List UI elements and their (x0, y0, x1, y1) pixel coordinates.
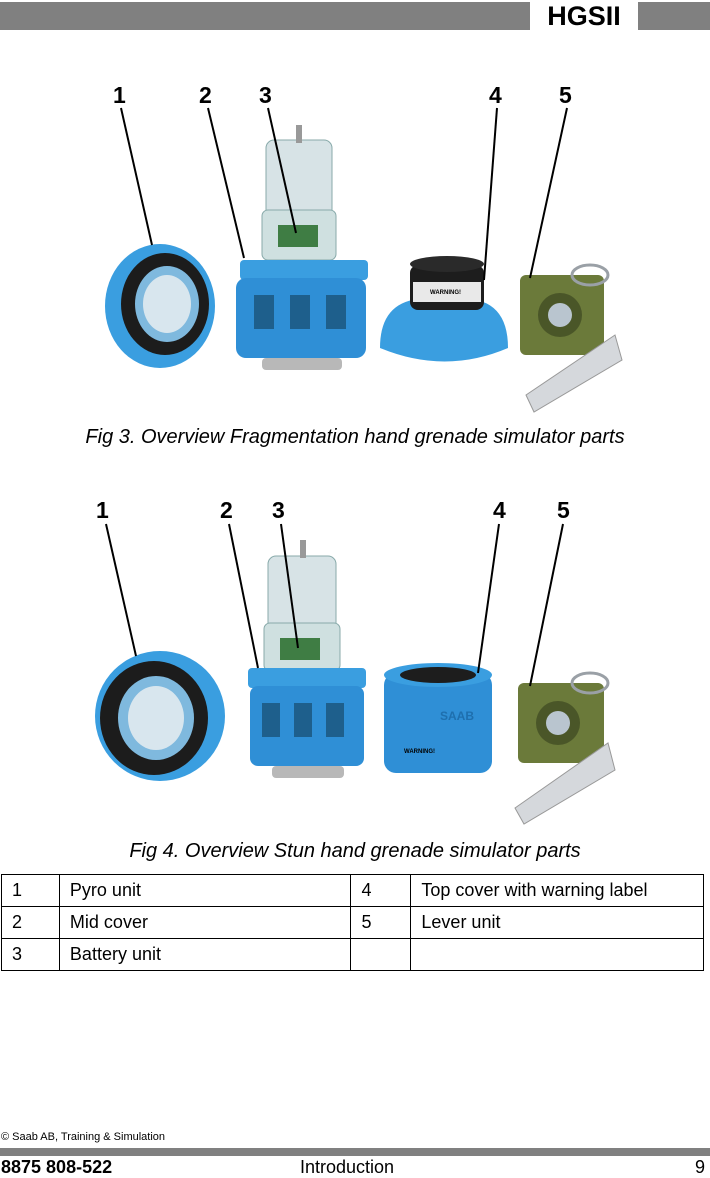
table-row: 1 Pyro unit 4 Top cover with warning lab… (1, 874, 704, 907)
footer-divider (0, 1148, 710, 1156)
parts-table: 1 Pyro unit 4 Top cover with warning lab… (1, 874, 704, 971)
page-header-title: HGSII (547, 1, 621, 31)
figure-caption-fragmentation: Fig 3. Overview Fragmentation hand grena… (85, 426, 625, 448)
callout-4: 4 (493, 497, 506, 523)
part-name: Pyro unit (58, 874, 352, 907)
part-name (410, 938, 704, 971)
callout-5: 5 (559, 82, 572, 108)
fragmentation-parts-photo: 1 2 3 4 5 WARNIN (105, 82, 623, 413)
callout-3: 3 (259, 82, 272, 108)
part-name: Mid cover (58, 906, 352, 939)
brand-label-text: SAAB (440, 709, 474, 723)
callout-5: 5 (557, 497, 570, 523)
footer-page-number: 9 (694, 1157, 705, 1177)
stun-parts-photo: 1 2 3 4 5 WARNING! SAAB (95, 497, 616, 825)
part-number: 2 (1, 906, 60, 939)
callout-3: 3 (272, 497, 285, 523)
footer-doc-number: 8875 808-522 (1, 1157, 113, 1177)
figure-caption-stun: Fig 4. Overview Stun hand grenade simula… (129, 840, 581, 862)
callout-4: 4 (489, 82, 502, 108)
part-number: 4 (350, 874, 412, 907)
part-number: 1 (1, 874, 60, 907)
figure-stun: 1 2 3 4 5 WARNING! SAAB (0, 488, 710, 828)
warning-label-text: WARNING! (430, 290, 461, 296)
header-bar-left (0, 2, 530, 30)
lever-unit-image (514, 671, 616, 825)
mid-cover-battery-image (248, 540, 366, 778)
part-name: Top cover with warning label (410, 874, 704, 907)
leader-lines (105, 523, 564, 687)
mid-cover-battery-image (236, 125, 368, 370)
callout-1: 1 (96, 497, 109, 523)
header-bar-right (638, 2, 710, 30)
part-number: 3 (1, 938, 60, 971)
part-number: 5 (350, 906, 412, 939)
leader-lines (120, 107, 568, 281)
footer-section: Introduction (300, 1157, 395, 1177)
warning-label-text: WARNING! (404, 749, 435, 755)
callout-2: 2 (220, 497, 233, 523)
lever-unit-image (520, 263, 623, 413)
part-number (350, 938, 412, 971)
pyro-unit-image (105, 244, 215, 368)
pyro-unit-image (95, 651, 225, 781)
callout-1: 1 (113, 82, 126, 108)
top-cover-image: WARNING! (380, 256, 508, 362)
footer-copyright: © Saab AB, Training & Simulation (1, 1131, 166, 1143)
figure-fragmentation: 1 2 3 4 5 WARNIN (0, 70, 710, 415)
table-row: 3 Battery unit (1, 938, 704, 971)
part-name: Lever unit (410, 906, 704, 939)
callout-2: 2 (199, 82, 212, 108)
top-cover-image: WARNING! SAAB (384, 663, 492, 773)
part-name: Battery unit (58, 938, 352, 971)
table-row: 2 Mid cover 5 Lever unit (1, 906, 704, 939)
